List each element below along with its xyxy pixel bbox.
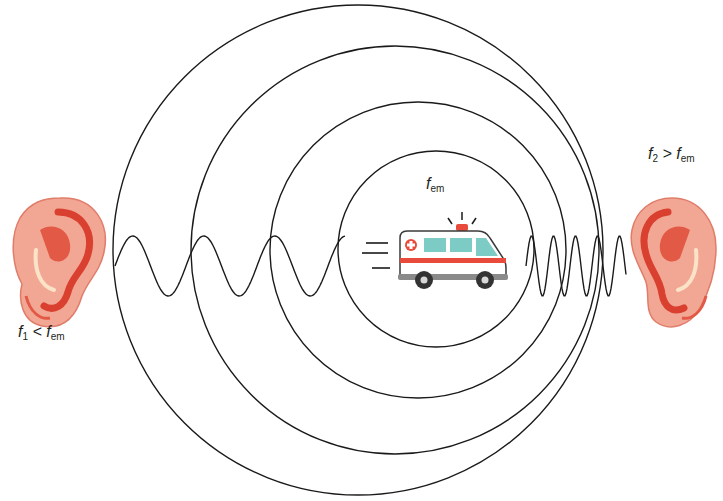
speed-lines	[362, 243, 390, 268]
wavefront	[191, 46, 599, 454]
wavefront	[113, 5, 603, 495]
wavefront	[338, 151, 534, 347]
right-ear	[631, 198, 716, 327]
compressed-wave	[526, 236, 626, 295]
emitted-frequency-label: fem	[426, 174, 444, 195]
receiver-frequency-label: f1 < fem	[18, 322, 65, 343]
wavefronts	[113, 5, 603, 495]
wavefront	[270, 102, 566, 398]
ambulance	[398, 212, 508, 289]
stretched-wave	[115, 236, 345, 296]
left-ear	[13, 198, 105, 327]
receiver-frequency-label: f2 > fem	[648, 144, 695, 165]
